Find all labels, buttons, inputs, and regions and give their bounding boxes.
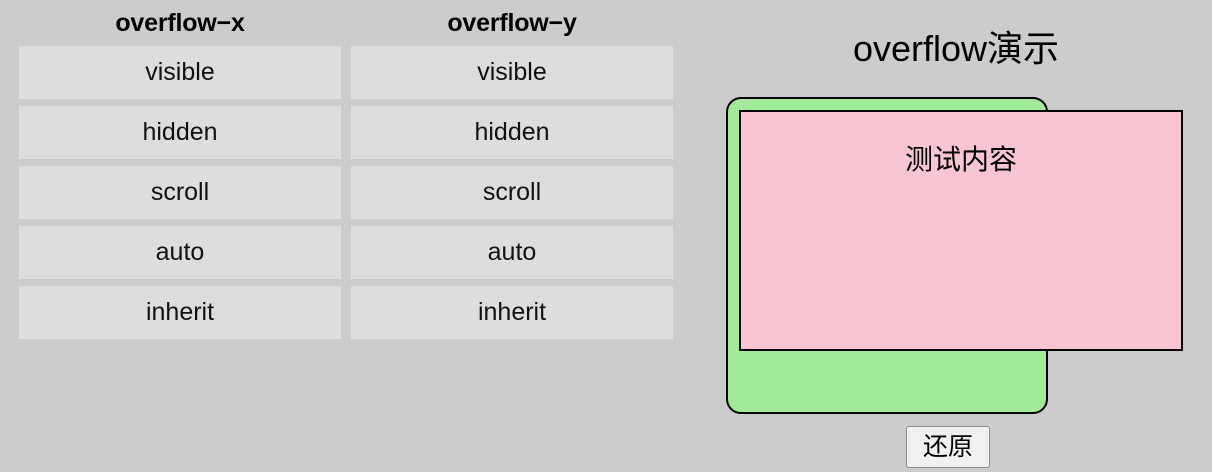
overflow-container[interactable]: 测试内容 (726, 97, 1183, 414)
column-title-overflow-y: overflow−y (447, 9, 577, 37)
option-item-hidden[interactable]: hidden (351, 106, 673, 159)
option-item-visible[interactable]: visible (19, 46, 341, 99)
restore-button[interactable]: 还原 (906, 426, 990, 468)
option-item-hidden[interactable]: hidden (19, 106, 341, 159)
demo-panel: overflow演示 测试内容 还原 (700, 0, 1212, 472)
option-list-overflow-y: visible hidden scroll auto inherit (351, 46, 673, 339)
option-item-inherit[interactable]: inherit (351, 286, 673, 339)
option-list-overflow-x: visible hidden scroll auto inherit (19, 46, 341, 339)
option-item-scroll[interactable]: scroll (351, 166, 673, 219)
demo-title: overflow演示 (852, 28, 1060, 69)
option-item-auto[interactable]: auto (19, 226, 341, 279)
option-item-auto[interactable]: auto (351, 226, 673, 279)
options-panel: overflow−x visible hidden scroll auto in… (19, 0, 673, 346)
overflow-content: 测试内容 (739, 110, 1183, 351)
option-item-visible[interactable]: visible (351, 46, 673, 99)
option-column-overflow-x: overflow−x visible hidden scroll auto in… (19, 0, 341, 346)
option-item-scroll[interactable]: scroll (19, 166, 341, 219)
option-column-overflow-y: overflow−y visible hidden scroll auto in… (351, 0, 673, 346)
option-item-inherit[interactable]: inherit (19, 286, 341, 339)
column-title-overflow-x: overflow−x (115, 9, 245, 37)
